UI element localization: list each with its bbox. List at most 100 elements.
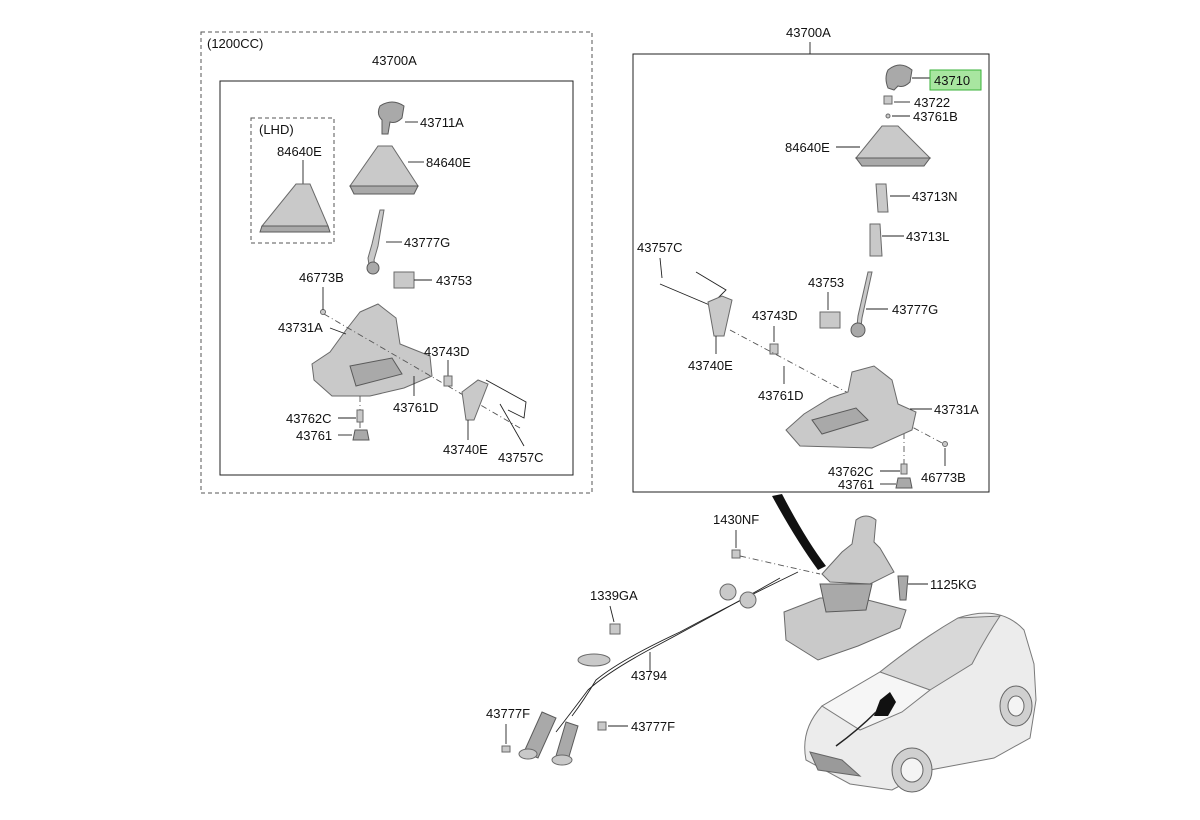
part-84640E-lhd-label[interactable]: 84640E [277,144,322,159]
part-43713L-label[interactable]: 43713L [906,229,949,244]
assembly-axis [323,313,521,429]
pin [320,309,326,315]
part-43753-label[interactable]: 43753 [436,273,472,288]
part-43777F-left-label[interactable]: 43777F [486,706,530,721]
part-43761D-label[interactable]: 43761D [393,400,439,415]
shift-boot-lhd-base [259,225,331,233]
part-43762C-label[interactable]: 43762C [828,464,874,479]
part-43762C-label[interactable]: 43762C [286,411,332,426]
part-84640E-label[interactable]: 84640E [785,140,830,155]
variant-1200cc-frame [200,31,593,494]
snap-pin [597,721,607,731]
left-assembly-frame [219,80,574,476]
variant-label: (1200CC) [207,36,263,51]
shift-boot-lhd[interactable] [260,183,329,227]
lever-bushing[interactable] [393,271,415,289]
shift-boot[interactable] [349,145,419,187]
shifter-housing[interactable] [311,303,433,397]
shift-cable-b[interactable] [555,577,781,733]
part-43740E-label[interactable]: 43740E [443,442,488,457]
part-43743D-label[interactable]: 43743D [752,308,798,323]
cable-end-b [739,591,757,609]
cable-end-left [523,711,557,759]
highlight-43710[interactable] [929,69,982,91]
spring-pin-wire [695,271,727,299]
left-assembly-label[interactable]: 43700A [372,53,417,68]
part-43761-label[interactable]: 43761 [838,477,874,492]
part-43722-label[interactable]: 43722 [914,95,950,110]
part-43743D-label[interactable]: 43743D [424,344,470,359]
cable-end-right-cap [551,754,573,766]
clip [443,375,453,387]
part-43713N-label[interactable]: 43713N [912,189,958,204]
lever-bushing[interactable] [819,311,841,329]
mounting-bolt [897,575,909,601]
bolt [900,463,908,475]
part-43757C-label[interactable]: 43757C [498,450,544,465]
callout-arrow [772,494,826,570]
clip [609,623,621,635]
assembly-axis [729,329,945,445]
leader-line [659,257,663,279]
lock-sleeve[interactable] [869,223,883,257]
part-43761D-label[interactable]: 43761D [758,388,804,403]
leader-line [609,605,615,623]
cable-bracket[interactable] [461,379,489,421]
pin [942,441,948,447]
shifter-housing-slot [811,407,869,435]
part-43731A-label[interactable]: 43731A [934,402,979,417]
part-43710-label[interactable]: 43710 [934,73,970,88]
clip [731,549,741,559]
assembly-axis [739,555,821,575]
reverse-lock-rod[interactable] [875,183,889,213]
shift-boot-base [855,157,931,167]
part-43761-label[interactable]: 43761 [296,428,332,443]
bolt [356,409,364,423]
shifter-assembly-top[interactable] [821,515,895,585]
clip [769,343,779,355]
shift-lever-ball [850,322,866,338]
shift-boot-base [349,185,419,195]
part-1125KG-label[interactable]: 1125KG [930,577,977,592]
part-43711A-label[interactable]: 43711A [420,115,464,130]
part-43777G-label[interactable]: 43777G [404,235,450,250]
lhd-frame [250,117,335,244]
part-43740E-label[interactable]: 43740E [688,358,733,373]
spring [883,95,893,105]
part-1339GA-label[interactable]: 1339GA [590,588,638,603]
shift-lever-ball [366,261,380,275]
part-43761B-label[interactable]: 43761B [913,109,958,124]
right-assembly-label[interactable]: 43700A [786,25,831,40]
spring-pin[interactable] [485,379,527,419]
vehicle-illustration [804,612,1037,793]
nut [352,429,370,441]
part-1430NF-label[interactable]: 1430NF [713,512,759,527]
shifter-housing-slot [349,357,403,387]
nut [895,477,913,489]
shifter-housing[interactable] [785,365,917,449]
cable-grommet [577,653,611,667]
part-43757C-label[interactable]: 43757C [637,240,683,255]
part-46773B-label[interactable]: 46773B [299,270,344,285]
leader-line [329,327,347,335]
shifter-assembly-body [819,583,873,613]
pin [885,113,891,119]
shift-knob[interactable] [377,101,405,135]
cable-end-a [719,583,737,601]
part-43731A-label[interactable]: 43731A [278,320,323,335]
part-46773B-label[interactable]: 46773B [921,470,966,485]
part-43777F-right-label[interactable]: 43777F [631,719,675,734]
cable-bracket[interactable] [707,295,733,337]
leader-line [499,403,525,447]
right-assembly-frame [632,53,990,493]
snap-pin [501,745,511,753]
shift-boot[interactable] [854,125,932,159]
cable-end-left-cap [518,748,538,760]
part-43777G-label[interactable]: 43777G [892,302,938,317]
part-43753-label[interactable]: 43753 [808,275,844,290]
part-43794-label[interactable]: 43794 [631,668,667,683]
part-84640E-label[interactable]: 84640E [426,155,471,170]
spring-pin[interactable] [659,283,713,307]
shift-knob[interactable] [885,64,913,91]
